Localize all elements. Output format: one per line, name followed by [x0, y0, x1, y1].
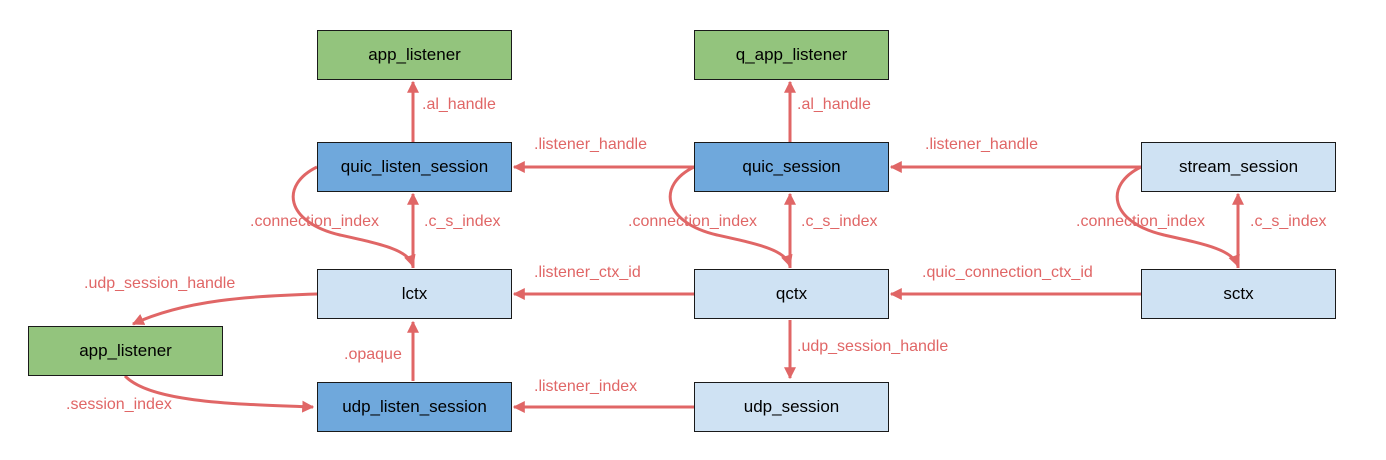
label-connection-index-3: .connection_index	[1076, 213, 1205, 230]
label-listener-index: .listener_index	[534, 378, 638, 395]
edge-session-index	[123, 374, 315, 413]
node-lctx: lctx	[317, 269, 512, 319]
label-al-handle-1: .al_handle	[422, 96, 496, 113]
node-q-app-listener: q_app_listener	[694, 30, 889, 80]
label-c-s-index-3: .c_s_index	[1250, 213, 1327, 230]
label-connection-index-2: .connection_index	[628, 213, 757, 230]
label-udp-session-handle-1: .udp_session_handle	[84, 275, 236, 292]
edge-connection-index-1	[291, 165, 416, 268]
node-stream-session: stream_session	[1141, 142, 1336, 192]
label-udp-session-handle-2: .udp_session_handle	[797, 338, 949, 355]
label-session-index: .session_index	[66, 396, 172, 413]
label-listener-handle-2: .listener_handle	[925, 136, 1038, 153]
label-listener-handle-1: .listener_handle	[534, 136, 647, 153]
label-quic-connection-ctx-id: .quic_connection_ctx_id	[922, 264, 1093, 281]
node-app-listener-top: app_listener	[317, 30, 512, 80]
node-udp-session: udp_session	[694, 382, 889, 432]
label-listener-ctx-id: .listener_ctx_id	[534, 264, 641, 281]
node-app-listener-left: app_listener	[28, 326, 223, 376]
label-connection-index-1: .connection_index	[250, 213, 379, 230]
edge-connection-index-3	[1115, 165, 1240, 268]
label-c-s-index-2: .c_s_index	[801, 213, 878, 230]
edge-connection-index-2	[668, 165, 793, 268]
edge-udp-session-handle-1	[131, 292, 318, 326]
label-al-handle-2: .al_handle	[797, 96, 871, 113]
node-qctx: qctx	[694, 269, 889, 319]
node-quic-session: quic_session	[694, 142, 889, 192]
node-sctx: sctx	[1141, 269, 1336, 319]
node-udp-listen-session: udp_listen_session	[317, 382, 512, 432]
node-quic-listen-session: quic_listen_session	[317, 142, 512, 192]
label-opaque: .opaque	[344, 346, 402, 363]
label-c-s-index-1: .c_s_index	[424, 213, 501, 230]
